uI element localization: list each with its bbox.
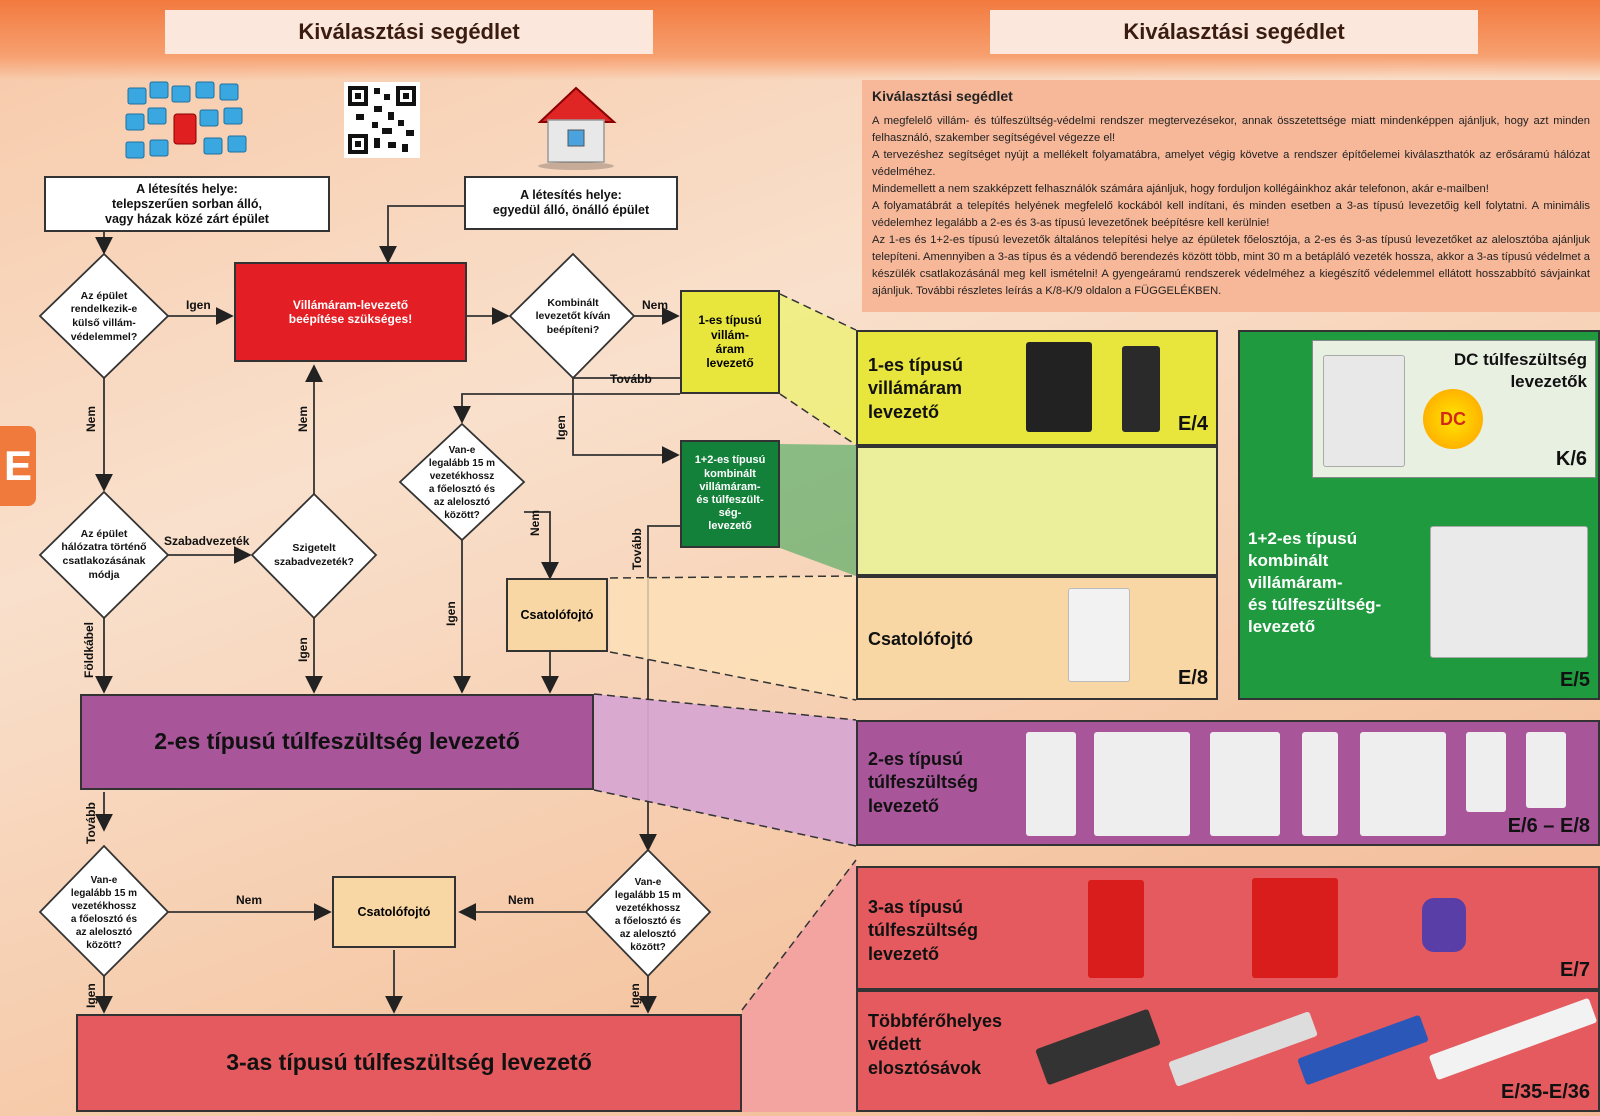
panel-coupler[interactable]: Csatolófojtó E/8 xyxy=(856,576,1218,700)
panel-dc-and-type12[interactable]: DC DC túlfeszültség levezetők K/6 1+2-es… xyxy=(1238,330,1600,700)
panel-dc-ref[interactable]: K/6 xyxy=(1555,448,1587,470)
panel-type12-connector-band xyxy=(856,446,1218,576)
product-image-type3-b xyxy=(1252,878,1338,978)
edge-label-nem-4: Nem xyxy=(84,405,98,432)
product-image-type1-b xyxy=(1122,346,1160,432)
header-right: Kiválasztási segédlet xyxy=(990,10,1478,54)
edge-label-igen-5: Igen xyxy=(84,983,98,1008)
info-panel: Kiválasztási segédlet A megfelelő villám… xyxy=(862,80,1600,312)
edge-label-szabadvezetek: Szabadvezeték xyxy=(164,534,250,548)
product-image-dc xyxy=(1323,355,1405,467)
product-image-type2-g xyxy=(1526,732,1566,808)
type2-box[interactable]: 2-es típusú túlfeszültség levezető xyxy=(80,694,594,790)
product-image-strip-b xyxy=(1168,1011,1318,1087)
edge-label-nem-6: Nem xyxy=(528,509,542,536)
edge-label-tovabb-3: Tovább xyxy=(84,802,98,844)
product-image-type2-b xyxy=(1094,732,1190,836)
panel-dc-title: DC túlfeszültség levezetők xyxy=(1453,350,1587,392)
panel-type12-ref[interactable]: E/5 xyxy=(1559,669,1590,691)
product-image-strip-c xyxy=(1297,1014,1429,1086)
edge-label-nem-2: Nem xyxy=(236,893,263,907)
decision-external-protection[interactable]: Az épület rendelkezik-e külső villám- vé… xyxy=(70,289,138,343)
product-image-type2-c xyxy=(1210,732,1280,836)
product-image-type2-a xyxy=(1026,732,1076,836)
panel-type12-title: 1+2-es típusú kombinált villámáram- és t… xyxy=(1248,529,1382,637)
coupler-box-2[interactable]: Csatolófojtó xyxy=(332,876,456,948)
decision-15m-right[interactable]: Van-e legalább 15 m vezetékhossz a főelo… xyxy=(614,877,682,953)
house-icon xyxy=(537,86,617,170)
product-image-type2-d xyxy=(1302,732,1338,836)
product-image-type2-f xyxy=(1466,732,1506,812)
product-image-type3-c xyxy=(1422,898,1466,952)
decision-connection-type[interactable]: Az épület hálózatra történő csatlakozásá… xyxy=(61,527,147,581)
product-image-type3-a xyxy=(1088,880,1144,978)
product-image-coupler xyxy=(1068,588,1130,682)
panel-power-strips-ref[interactable]: E/35-E/36 xyxy=(1501,1081,1590,1103)
decision-insulated-overhead[interactable]: Szigetelt szabadvezeték? xyxy=(274,542,354,568)
panel-power-strips-title: Többférőhelyes védett elosztósávok xyxy=(868,1011,1003,1078)
decision-15m-top[interactable]: Van-e legalább 15 m vezetékhossz a főelo… xyxy=(428,445,496,521)
type1-box[interactable]: 1-es típusú villám- áram levezető xyxy=(680,290,780,394)
qr-code-icon[interactable] xyxy=(344,82,420,158)
lightning-arrester-required-box[interactable]: Villámáram-levezető beépítése szükséges! xyxy=(234,262,467,362)
panel-type3-ref[interactable]: E/7 xyxy=(1559,959,1590,981)
product-image-type2-e xyxy=(1360,732,1446,836)
product-image-strip-a xyxy=(1035,1008,1161,1086)
panel-type1[interactable]: 1-es típusú villámáram levezető E/4 xyxy=(856,330,1218,446)
panel-dc[interactable]: DC DC túlfeszültség levezetők K/6 xyxy=(1312,340,1596,478)
info-paragraph-1: A megfelelő villám- és túlfeszültség-véd… xyxy=(872,115,1590,145)
type3-box[interactable]: 3-as típusú túlfeszültség levezető xyxy=(76,1014,742,1112)
edge-label-igen-3: Igen xyxy=(296,637,310,662)
start-box-row-houses[interactable]: A létesítés helye: telepszerűen sorban á… xyxy=(44,176,330,232)
edge-label-igen-4: Igen xyxy=(444,601,458,626)
header-left: Kiválasztási segédlet xyxy=(165,10,653,54)
decision-15m-left[interactable]: Van-e legalább 15 m vezetékhossz a főelo… xyxy=(70,875,138,951)
dc-sun-icon: DC xyxy=(1423,389,1483,449)
edge-label-tovabb-2: Tovább xyxy=(630,528,644,570)
start-box-standalone[interactable]: A létesítés helye: egyedül álló, önálló … xyxy=(464,176,678,230)
edge-label-nem-1: Nem xyxy=(642,298,669,312)
panel-type1-title: 1-es típusú villámáram levezető xyxy=(868,355,964,422)
panel-type2-title: 2-es típusú túlfeszültség levezető xyxy=(868,749,979,816)
edge-label-nem-3: Nem xyxy=(508,893,535,907)
panel-power-strips[interactable]: Többférőhelyes védett elosztósávok E/35-… xyxy=(856,990,1600,1112)
edge-label-nem-5: Nem xyxy=(296,405,310,432)
edge-label-igen-1: Igen xyxy=(186,298,211,312)
info-title: Kiválasztási segédlet xyxy=(872,88,1013,104)
product-image-type12 xyxy=(1430,526,1588,658)
panel-type3[interactable]: 3-as típusú túlfeszültség levezető E/7 xyxy=(856,866,1600,990)
decision-combined[interactable]: Kombinált levezetőt kíván beépíteni? xyxy=(535,296,611,336)
type12-box[interactable]: 1+2-es típusú kombinált villámáram- és t… xyxy=(680,440,780,548)
edge-label-foldkabel: Földkábel xyxy=(82,621,96,678)
edge-label-tovabb-1: Tovább xyxy=(610,372,652,386)
panel-type2-ref[interactable]: E/6 – E/8 xyxy=(1507,815,1590,837)
info-paragraph-2: A tervezéshez segítséget nyújt a melléke… xyxy=(872,149,1590,179)
houses-row-icon xyxy=(125,81,247,159)
edge-label-igen-6: Igen xyxy=(628,983,642,1008)
panel-type3-title: 3-as típusú túlfeszültség levezető xyxy=(868,897,979,964)
product-image-type1-a xyxy=(1026,342,1092,432)
info-paragraph-5: Az 1-es és 1+2-es típusú levezetők által… xyxy=(872,234,1590,298)
product-image-strip-d xyxy=(1428,997,1598,1081)
info-paragraph-3: Mindemellett a nem szakképzett felhaszná… xyxy=(872,183,1489,196)
panel-type1-ref[interactable]: E/4 xyxy=(1177,413,1208,435)
panel-type2[interactable]: 2-es típusú túlfeszültség levezető E/6 –… xyxy=(856,720,1600,846)
panel-coupler-ref[interactable]: E/8 xyxy=(1177,667,1208,689)
section-tab[interactable]: E xyxy=(0,426,36,506)
flowchart-connectors xyxy=(95,205,857,1112)
coupler-box[interactable]: Csatolófojtó xyxy=(506,578,608,652)
info-paragraph-4: A folyamatábrát a telepítés helyének meg… xyxy=(872,200,1590,230)
edge-label-igen-2: Igen xyxy=(554,415,568,440)
panel-coupler-title: Csatolófojtó xyxy=(868,629,973,649)
